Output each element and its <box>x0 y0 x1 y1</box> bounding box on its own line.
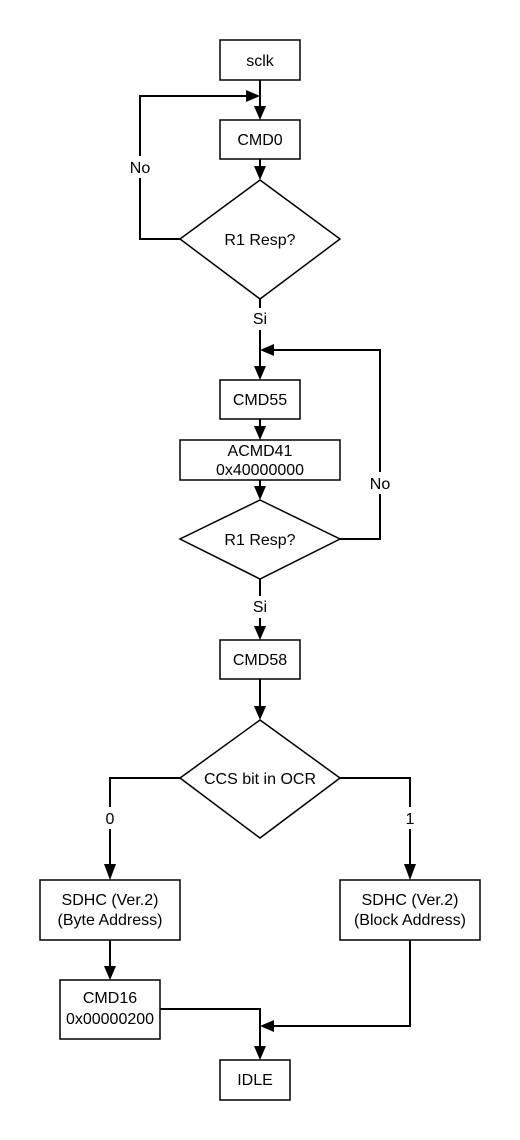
arrowhead-idle-in <box>254 1046 266 1060</box>
edge-cmd16-to-idle <box>160 1008 261 1046</box>
node-cmd16-line2: 0x00000200 <box>66 1011 154 1028</box>
node-idle-label: IDLE <box>237 1072 273 1089</box>
node-acmd41-line2: 0x40000000 <box>216 462 304 479</box>
decision-resp2 <box>178 499 342 580</box>
decision-resp1 <box>178 179 342 300</box>
node-acmd41-line1: ACMD41 <box>228 443 293 460</box>
arrowhead-block-in <box>404 864 416 880</box>
arrowhead-cmd16-in <box>104 966 116 980</box>
node-cmd16 <box>59 979 161 1040</box>
node-cmd16-line1: CMD16 <box>83 990 137 1007</box>
node-sdhc-block-line1: SDHC (Ver.2) <box>362 892 459 909</box>
arrowhead-no2-merge <box>260 344 274 356</box>
edge-label-no-2: No <box>370 476 391 493</box>
decision-resp1-label: R1 Resp? <box>224 232 295 249</box>
arrowhead-byte-in <box>104 864 116 880</box>
node-cmd58-label: CMD58 <box>233 652 287 669</box>
node-cmd0-label: CMD0 <box>237 132 282 149</box>
edge-resp2-no-loop <box>274 349 381 540</box>
edge-label-one: 1 <box>406 811 415 828</box>
arrowhead-no1-merge <box>246 90 260 102</box>
node-cmd55-label: CMD55 <box>233 392 287 409</box>
arrowhead-cmd0-in <box>254 106 266 120</box>
decision-ccs <box>178 719 342 839</box>
decision-resp2-label: R1 Resp? <box>224 532 295 549</box>
edge-label-si-1: Si <box>253 311 267 328</box>
node-cmd55 <box>219 379 301 420</box>
edge-ccs-0-to-byte <box>109 777 180 866</box>
node-sdhc-byte <box>39 879 181 941</box>
edge-labels: No Si No Si 0 1 <box>102 156 418 829</box>
arrowheads <box>104 90 416 1060</box>
arrowhead-block-merge <box>260 1020 274 1032</box>
nodes: sclk CMD0 R1 Resp? CMD55 ACMD41 0x400000… <box>39 39 481 1101</box>
edge-label-no-1: No <box>130 160 151 177</box>
node-sclk <box>219 39 301 81</box>
node-idle <box>219 1059 291 1101</box>
node-sdhc-block-line2: (Block Address) <box>354 912 466 929</box>
arrowhead-acmd41-in <box>254 426 266 440</box>
decision-ccs-label: CCS bit in OCR <box>204 771 316 788</box>
node-sclk-label: sclk <box>246 53 275 70</box>
node-sdhc-byte-line1: SDHC (Ver.2) <box>62 892 159 909</box>
arrowhead-cmd58-in <box>254 626 266 640</box>
arrowhead-resp2-in <box>254 486 266 500</box>
edge-label-si-2: Si <box>253 599 267 616</box>
edge-label-zero: 0 <box>106 811 115 828</box>
arrowhead-resp1-in <box>254 166 266 180</box>
edges <box>109 80 411 1046</box>
arrowhead-ccs-in <box>254 706 266 720</box>
node-acmd41 <box>179 439 341 481</box>
node-sdhc-byte-line2: (Byte Address) <box>58 912 163 929</box>
edge-block-to-merge <box>274 940 411 1027</box>
node-sdhc-block <box>339 879 481 941</box>
node-cmd58 <box>219 639 301 680</box>
node-cmd0 <box>219 119 301 160</box>
edge-ccs-1-to-block <box>340 777 411 866</box>
arrowhead-cmd55-in <box>254 366 266 380</box>
